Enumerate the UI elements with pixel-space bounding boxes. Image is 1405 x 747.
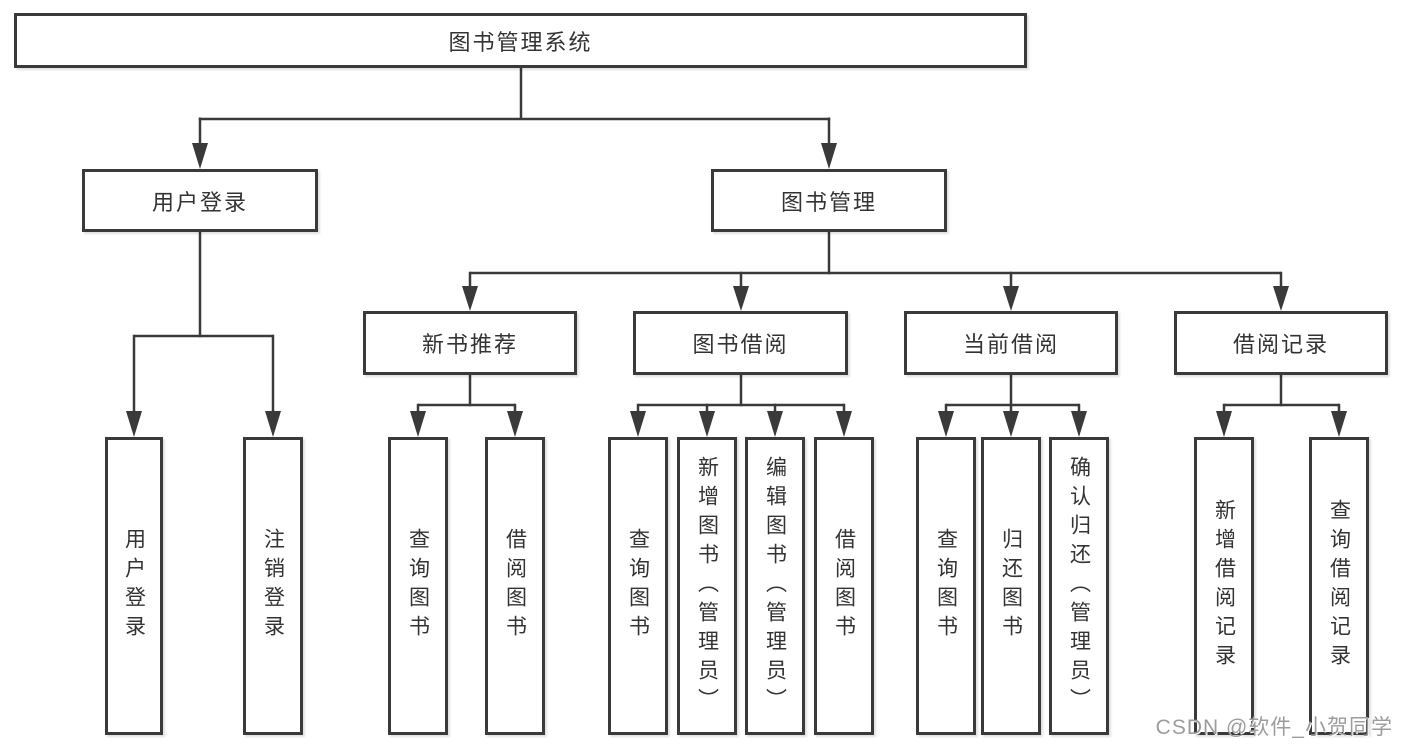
leaf-logout: 注销登录 <box>243 437 303 735</box>
arrowhead-icon <box>462 286 478 311</box>
csdn-watermark: CSDN @软件_小贺同学 <box>1155 716 1393 739</box>
arrowhead-icon <box>1216 411 1232 437</box>
node-book-management: 图书管理 <box>711 169 947 232</box>
leaf-borrow-book-recommend: 借阅图书 <box>485 437 545 735</box>
leaf-edit-book-admin: 编辑图书（管理员） <box>745 437 805 735</box>
arrowhead-icon <box>410 411 426 437</box>
arrowheads <box>126 143 1347 437</box>
arrowhead-icon <box>938 411 954 437</box>
node-book-borrow: 图书借阅 <box>633 311 848 375</box>
node-new-book-recommend: 新书推荐 <box>363 311 577 375</box>
node-root: 图书管理系统 <box>14 13 1027 68</box>
leaf-query-book-borrow: 查询图书 <box>608 437 668 735</box>
leaf-user-login: 用户登录 <box>105 437 163 735</box>
leaf-return-book: 归还图书 <box>981 437 1041 735</box>
arrowhead-icon <box>507 411 523 437</box>
arrowhead-icon <box>1071 411 1087 437</box>
arrowhead-icon <box>699 411 715 437</box>
arrowhead-icon <box>836 411 852 437</box>
node-borrow-record: 借阅记录 <box>1174 311 1388 375</box>
arrowhead-icon <box>1003 286 1019 311</box>
leaf-borrow-book: 借阅图书 <box>814 437 874 735</box>
arrowhead-icon <box>192 143 208 169</box>
leaf-query-book-current: 查询图书 <box>916 437 976 735</box>
arrowhead-icon <box>126 411 142 437</box>
leaf-add-borrow-record: 新增借阅记录 <box>1194 437 1254 735</box>
leaf-query-borrow-record: 查询借阅记录 <box>1309 437 1369 735</box>
arrowhead-icon <box>1003 411 1019 437</box>
arrowhead-icon <box>265 411 281 437</box>
arrowhead-icon <box>1331 411 1347 437</box>
arrowhead-icon <box>733 286 749 311</box>
arrowhead-icon <box>630 411 646 437</box>
leaf-confirm-return-admin: 确认归还（管理员） <box>1049 437 1109 735</box>
arrowhead-icon <box>767 411 783 437</box>
arrowhead-icon <box>1273 286 1289 311</box>
node-current-borrow: 当前借阅 <box>904 311 1118 375</box>
node-user-login: 用户登录 <box>82 169 318 232</box>
arrowhead-icon <box>821 143 837 169</box>
leaf-add-book-admin: 新增图书（管理员） <box>677 437 737 735</box>
leaf-query-book-recommend: 查询图书 <box>388 437 448 735</box>
